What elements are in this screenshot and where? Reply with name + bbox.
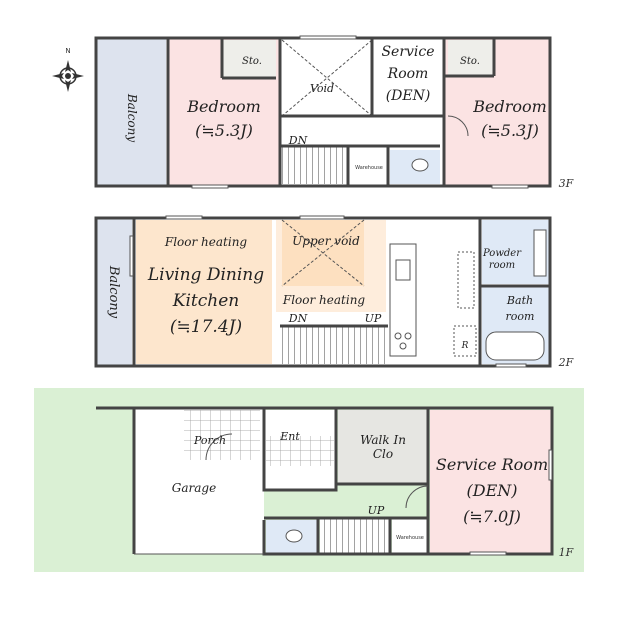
ldk-size: (≒17.4J) xyxy=(170,317,242,337)
warehouse-3f xyxy=(350,146,388,184)
fridge xyxy=(453,325,477,357)
service-room-3f-line3: (DEN) xyxy=(386,88,431,104)
service-room-3f-line1: Service xyxy=(381,44,434,60)
balcony-2f-label: Balcony xyxy=(106,265,121,319)
floor-1f xyxy=(34,388,584,572)
warehouse-1f-label: Warehouse xyxy=(396,535,424,541)
stairs-up-2f: UP xyxy=(365,312,382,325)
floor-3f xyxy=(94,35,552,189)
compass-icon: N xyxy=(52,47,84,92)
sink-icon xyxy=(395,259,411,281)
stairs-dn-3f: DN xyxy=(288,134,308,147)
floor-label-3f: 3F xyxy=(559,177,574,190)
compass-north: N xyxy=(65,47,70,55)
stairs-up-1f: UP xyxy=(368,504,385,517)
toilet-1f-icon xyxy=(285,529,303,543)
walkin-line2: Clo xyxy=(373,447,393,461)
balcony-2f xyxy=(96,218,132,366)
bedroom-left-label: Bedroom xyxy=(186,97,261,116)
fridge-label: R xyxy=(461,341,469,351)
floor-heating-2: Floor heating xyxy=(282,293,366,307)
stairs-dn-2f: DN xyxy=(288,312,308,325)
bath-room-line2: room xyxy=(506,310,535,323)
ldk-line2: Kitchen xyxy=(172,291,239,311)
bedroom-right-size: (≒5.3J) xyxy=(481,121,539,140)
balcony-3f-label: Balcony xyxy=(125,93,139,142)
stairs-1f xyxy=(320,518,390,554)
storage-left-label: Sto. xyxy=(242,56,262,67)
balcony-3f xyxy=(96,38,166,186)
ldk-line1: Living Dining xyxy=(147,265,264,285)
service-room-1f xyxy=(430,410,552,554)
porch-1f xyxy=(184,410,260,460)
service-room-1f-line1: Service Room xyxy=(436,455,548,474)
floor-label-2f: 2F xyxy=(558,356,574,369)
storage-right-label: Sto. xyxy=(460,56,480,67)
service-room-3f-line2: Room xyxy=(387,66,429,82)
storage-right-3f xyxy=(448,40,494,76)
stairs-3f xyxy=(282,146,348,184)
walkin-closet-1f xyxy=(338,410,428,484)
entrance-label: Ent xyxy=(279,430,300,443)
powder-room-line1: Powder xyxy=(482,248,522,259)
bedroom-left-size: (≒5.3J) xyxy=(195,121,253,140)
warehouse-3f-label: Warehouse xyxy=(355,165,383,171)
bedroom-right-label: Bedroom xyxy=(472,97,547,116)
bath-room-line1: Bath xyxy=(506,294,533,307)
walkin-line1: Walk In xyxy=(360,433,406,447)
void-label: Void xyxy=(310,82,334,95)
garage-label: Garage xyxy=(172,481,216,495)
powder-room-line2: room xyxy=(489,260,515,271)
porch-label: Porch xyxy=(193,434,226,447)
storage-left-3f xyxy=(222,40,276,78)
service-room-1f-size: (≒7.0J) xyxy=(463,507,521,526)
warehouse-1f xyxy=(392,518,428,554)
floor-heating-1: Floor heating xyxy=(164,235,248,249)
service-room-3f xyxy=(374,40,442,116)
bathtub-icon xyxy=(485,331,545,361)
stairs-2f xyxy=(282,326,386,364)
upper-void-label: Upper void xyxy=(292,234,360,248)
floor-label-1f: 1F xyxy=(559,546,574,559)
toilet-icon xyxy=(411,158,429,172)
service-room-1f-line2: (DEN) xyxy=(467,481,518,500)
void-3f xyxy=(282,40,372,116)
ldk-2f xyxy=(136,220,272,364)
floor-2f xyxy=(94,215,552,368)
